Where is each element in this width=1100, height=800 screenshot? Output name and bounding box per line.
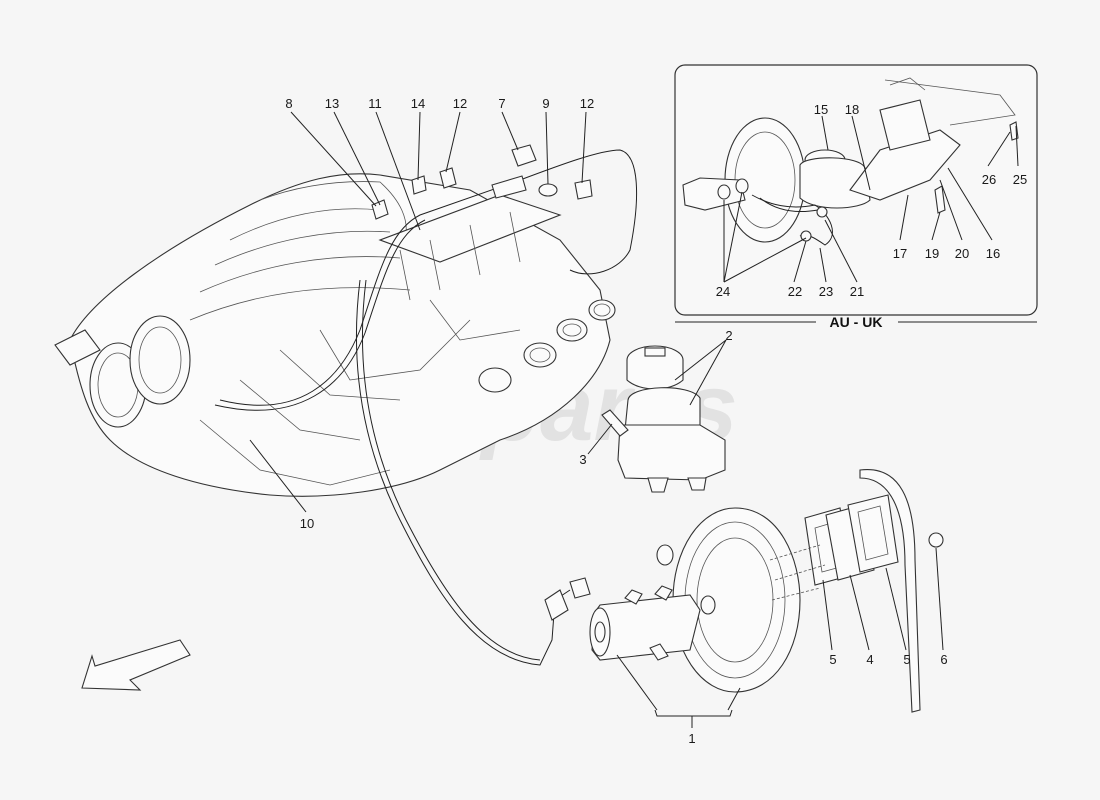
callout-20: 20 bbox=[955, 246, 969, 261]
callout-24: 24 bbox=[716, 284, 730, 299]
callout-2: 2 bbox=[725, 328, 732, 343]
callout-18: 18 bbox=[845, 102, 859, 117]
bolt bbox=[601, 409, 629, 437]
callout-1: 1 bbox=[688, 731, 695, 746]
hose-fittings bbox=[371, 144, 593, 220]
master-cylinder bbox=[589, 585, 701, 661]
callout-22: 22 bbox=[788, 284, 802, 299]
callout-4: 4 bbox=[866, 652, 873, 667]
callout-17: 17 bbox=[893, 246, 907, 261]
inset-au-uk: AU - UK bbox=[674, 64, 1038, 330]
direction-arrow bbox=[81, 639, 191, 691]
inset-label: AU - UK bbox=[830, 314, 883, 330]
callout-16: 16 bbox=[986, 246, 1000, 261]
callout-14: 14 bbox=[411, 96, 425, 111]
vacuum-hose bbox=[214, 149, 637, 666]
callout-7: 7 bbox=[498, 96, 505, 111]
callout-5: 5 bbox=[903, 652, 910, 667]
callout-6: 6 bbox=[940, 652, 947, 667]
callout-13: 13 bbox=[325, 96, 339, 111]
callout-19: 19 bbox=[925, 246, 939, 261]
callout-8: 8 bbox=[285, 96, 292, 111]
callout-3: 3 bbox=[579, 452, 586, 467]
callouts: 8 13 11 14 12 7 9 12 10 2 3 1 5 4 5 6 15… bbox=[285, 96, 1027, 746]
gaskets bbox=[769, 469, 944, 713]
callout-21: 21 bbox=[850, 284, 864, 299]
brake-fluid-reservoir bbox=[617, 345, 726, 493]
callout-23: 23 bbox=[819, 284, 833, 299]
callout-10: 10 bbox=[300, 516, 314, 531]
callout-26: 26 bbox=[982, 172, 996, 187]
callout-12: 12 bbox=[580, 96, 594, 111]
brake-booster bbox=[656, 507, 801, 693]
callout-9: 9 bbox=[542, 96, 549, 111]
callout-11: 11 bbox=[368, 96, 382, 111]
engine-assembly bbox=[54, 173, 616, 497]
callout-15: 15 bbox=[814, 102, 828, 117]
callout-25: 25 bbox=[1013, 172, 1027, 187]
leader-lines bbox=[249, 111, 1019, 728]
callout-5: 5 bbox=[829, 652, 836, 667]
callout-12: 12 bbox=[453, 96, 467, 111]
